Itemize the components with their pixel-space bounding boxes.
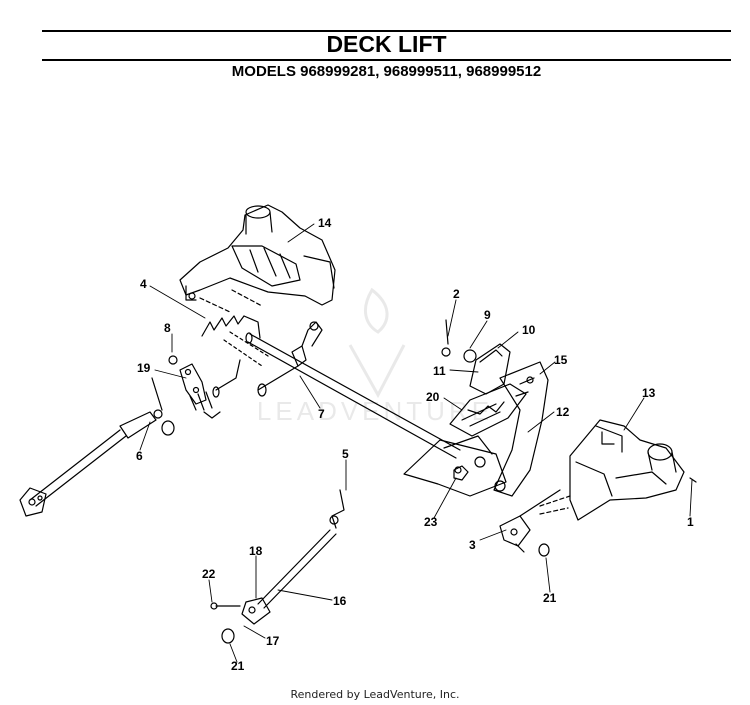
callout-6: 6: [136, 449, 143, 463]
callout-19: 19: [137, 361, 151, 375]
part-13-bracket: [539, 419, 697, 521]
part-19-plate: [179, 359, 241, 419]
callout-11: 11: [433, 364, 446, 378]
header-rule-bottom: [42, 59, 731, 61]
part-4-spring: [201, 315, 261, 339]
callout-22: 22: [202, 567, 216, 581]
callout-4: 4: [140, 277, 147, 291]
callout-17: 17: [266, 634, 280, 648]
part-23-nut: [453, 465, 469, 481]
watermark: LEADVENTURE: [257, 287, 493, 426]
footer-credit: Rendered by LeadVenture, Inc.: [290, 688, 460, 701]
callout-13: 13: [642, 386, 656, 400]
callout-18: 18: [249, 544, 263, 558]
header-rule-top: [42, 30, 731, 32]
callout-16: 16: [333, 594, 347, 608]
callout-15: 15: [554, 353, 568, 367]
callout-12: 12: [556, 405, 570, 419]
models-subtitle: MODELS 968999281, 968999511, 968999512: [231, 63, 542, 80]
callout-20: 20: [426, 390, 440, 404]
callout-10: 10: [522, 323, 536, 337]
part-3-clevis: [499, 489, 561, 557]
callout-14: 14: [318, 216, 332, 230]
callout-9: 9: [484, 308, 491, 322]
callout-8: 8: [164, 321, 171, 335]
callout-1: 1: [687, 515, 694, 529]
callout-3: 3: [469, 538, 476, 552]
part-6-link-rod: [19, 377, 175, 517]
callout-21b: 21: [231, 659, 245, 673]
callout-5: 5: [342, 447, 349, 461]
drawing-linework: [19, 204, 697, 663]
watermark-text: LEADVENTURE: [257, 396, 493, 426]
page-title: DECK LIFT: [326, 31, 447, 57]
callout-2: 2: [453, 287, 460, 301]
callout-7: 7: [318, 407, 325, 421]
callout-21a: 21: [543, 591, 557, 605]
leader-lines: [139, 223, 693, 663]
part-14-bracket: [179, 204, 336, 313]
part-7-shaft: [223, 321, 461, 459]
callout-23: 23: [424, 515, 438, 529]
part-16-link-rod: [210, 489, 345, 644]
part-8-washer: [168, 355, 178, 365]
callout-labels: 14 4 2 9 10 8 11 15 19 13 20 7 12 6 5 1 …: [136, 216, 694, 673]
